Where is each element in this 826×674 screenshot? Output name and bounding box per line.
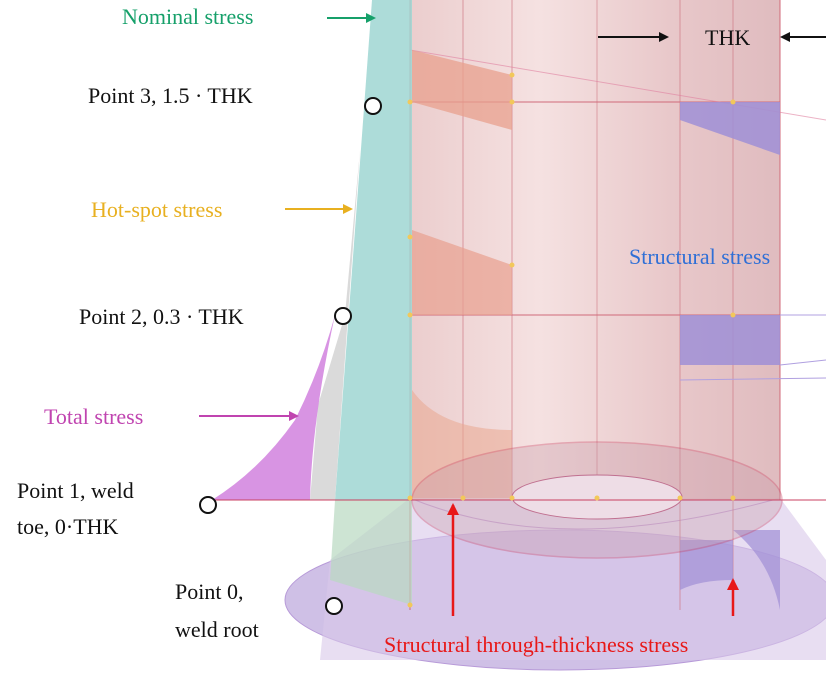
point0-label-line1: Point 0, xyxy=(175,579,243,604)
nominal-stress-label: Nominal stress xyxy=(122,4,253,29)
point2-marker xyxy=(334,307,352,325)
tube xyxy=(409,0,826,610)
through-thickness-label: Structural through-thickness stress xyxy=(384,632,688,657)
total-stress-shape xyxy=(212,150,360,500)
nominal-stress-band xyxy=(330,0,412,605)
point1-label-line2: toe, 0·THK xyxy=(17,514,119,539)
point0-label-line2: weld root xyxy=(175,617,259,642)
point3-label: Point 3, 1.5 · THK xyxy=(88,83,253,108)
mesh-nodes xyxy=(407,72,736,608)
point0-marker xyxy=(325,597,343,615)
total-stress-label: Total stress xyxy=(44,404,143,429)
hot-spot-stress-label: Hot-spot stress xyxy=(91,197,222,222)
point1-label-line1: Point 1, weld xyxy=(17,478,134,503)
point3-marker xyxy=(364,97,382,115)
point2-label: Point 2, 0.3 · THK xyxy=(79,304,244,329)
thk-label: THK xyxy=(705,25,750,50)
point1-marker xyxy=(199,496,217,514)
structural-stress-label: Structural stress xyxy=(629,244,770,269)
